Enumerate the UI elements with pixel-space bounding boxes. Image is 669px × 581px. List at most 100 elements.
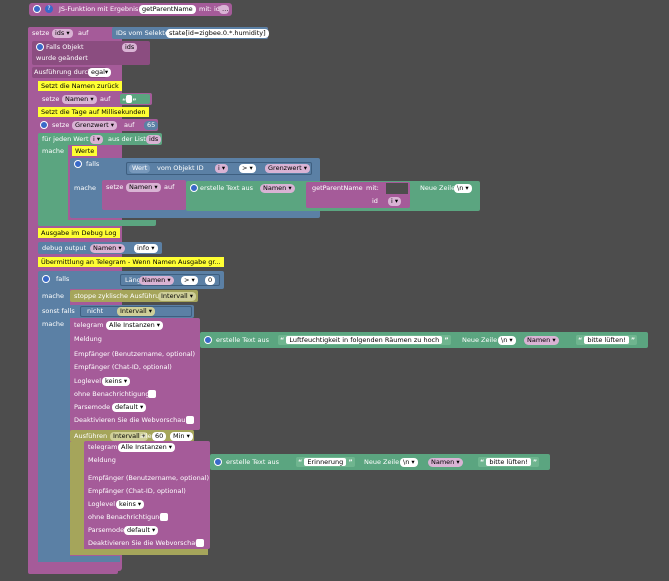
compare-block[interactable]: Wert vom Objekt ID i ▾ > ▾ Grenzwert ▾: [126, 162, 312, 175]
id-var-field[interactable]: i ▾: [388, 197, 402, 206]
telegram-label: telegram: [88, 443, 118, 451]
else-if-row[interactable]: sonst falls nicht Intervall ▾: [38, 305, 194, 318]
newline-dropdown[interactable]: \n ▾: [400, 458, 418, 467]
instance-dropdown[interactable]: Alle Instanzen ▾: [118, 443, 176, 452]
newline-dropdown[interactable]: \n ▾: [454, 184, 472, 193]
length-compare-block[interactable]: Länge von Namen ▾ > ▾ 0: [120, 274, 220, 286]
comment-reset[interactable]: Setzt die Namen zurück: [38, 81, 122, 91]
interval-var-field[interactable]: Intervall ▾: [110, 432, 149, 441]
gear-icon[interactable]: [40, 121, 48, 129]
gear-icon[interactable]: [42, 275, 50, 283]
loglevel-dropdown[interactable]: keins ▾: [102, 377, 131, 386]
empty-string[interactable]: “ ”: [120, 94, 150, 105]
var-dropdown-ids[interactable]: ids ▾: [52, 29, 73, 38]
namen-var-field[interactable]: Namen ▾: [260, 184, 295, 193]
exec-row[interactable]: Ausführung durch egal▾: [32, 67, 112, 78]
gear-icon[interactable]: [33, 5, 41, 13]
set-grenzwert-block[interactable]: setze Grenzwert ▾ auf 65: [38, 119, 159, 131]
set-label: setze: [32, 29, 50, 37]
help-icon[interactable]: ?: [45, 5, 53, 13]
interval-block[interactable]: Ausführen Intervall ▾ alle 60 Min ▾: [70, 430, 194, 442]
create-text-block-2[interactable]: erstelle Text aus “ Erinnerung ” Neue Ze…: [210, 454, 550, 470]
var-dropdown-namen[interactable]: Namen ▾: [62, 95, 97, 104]
interval-value[interactable]: 60: [152, 432, 167, 441]
auf-label: auf: [78, 29, 89, 37]
gear-icon[interactable]: [204, 336, 212, 344]
set-label: setze: [42, 95, 60, 103]
compare-value[interactable]: 0: [205, 276, 216, 285]
var-dropdown-namen[interactable]: Namen ▾: [126, 183, 161, 192]
namen-var-field[interactable]: Namen ▾: [428, 458, 463, 467]
silent-checkbox[interactable]: [160, 513, 168, 521]
if-label: falls: [56, 275, 70, 283]
grenzwert-value[interactable]: 65: [144, 121, 159, 130]
comment-telegram[interactable]: Übermittlung an Telegram - Wenn Namen Au…: [38, 257, 224, 267]
namen-var-field[interactable]: Namen ▾: [524, 336, 559, 345]
set-namen-text-block[interactable]: setze Namen ▾ auf: [102, 180, 186, 210]
create-text-block-1[interactable]: erstelle Text aus “ Luftfeuchtigkeit in …: [200, 332, 648, 348]
operator-dropdown[interactable]: > ▾: [181, 276, 198, 285]
list-var-field[interactable]: ids: [146, 135, 162, 144]
newline-label: Neue Zeile: [364, 458, 400, 466]
ids-var-field[interactable]: ids: [122, 43, 138, 52]
interval-var-field[interactable]: Intervall ▾: [117, 307, 156, 316]
string-bitte-lueften[interactable]: “ bitte lüften! ”: [478, 457, 540, 467]
comment-werte[interactable]: Werte: [72, 146, 98, 156]
parsemode-dropdown[interactable]: default ▾: [124, 526, 159, 535]
comment-days[interactable]: Setzt die Tage auf Millisekunden: [38, 107, 149, 117]
interval-end: [70, 549, 208, 555]
webpreview-label: Deaktivieren Sie die Webvorschau: [88, 539, 200, 547]
loop-var-dropdown[interactable]: i ▾: [90, 135, 104, 144]
comment-debug[interactable]: Ausgabe im Debug Log: [38, 228, 120, 238]
var-dropdown-grenzwert[interactable]: Grenzwert ▾: [72, 121, 117, 130]
on-change-block[interactable]: Falls Objekt ids wurde geändert: [32, 41, 150, 65]
operator-dropdown[interactable]: > ▾: [239, 164, 256, 173]
webpreview-label: Deaktivieren Sie die Webvorschau: [74, 416, 186, 424]
string-bitte-lueften[interactable]: “ bitte lüften! ”: [576, 335, 638, 345]
silent-checkbox[interactable]: [148, 390, 156, 398]
function-arg-slot: [386, 183, 408, 194]
newline-dropdown[interactable]: \n ▾: [498, 336, 516, 345]
string-luftfeuchtigkeit[interactable]: “ Luftfeuchtigkeit in folgenden Räumen z…: [278, 335, 451, 345]
function-name-field[interactable]: getParentName: [139, 5, 196, 14]
create-text-label: erstelle Text aus: [226, 458, 279, 466]
gear-icon[interactable]: [74, 160, 82, 168]
instance-dropdown[interactable]: Alle Instanzen ▾: [106, 321, 164, 330]
every-label: alle: [140, 432, 152, 440]
if-do-label: mache: [74, 184, 97, 192]
falls-objekt-label: Falls Objekt: [46, 43, 84, 51]
parsemode-dropdown[interactable]: default ▾: [112, 403, 147, 412]
selector-field[interactable]: state[id=zigbee.0.*.humidity]: [166, 29, 269, 38]
function-menu[interactable]: …: [219, 5, 229, 14]
webpreview-checkbox[interactable]: [186, 416, 194, 424]
string-erinnerung[interactable]: “ Erinnerung ”: [296, 457, 355, 467]
value-label: Wert: [129, 164, 151, 173]
loglevel-dropdown[interactable]: keins ▾: [116, 500, 145, 509]
gear-icon[interactable]: [36, 43, 44, 51]
from-object-label: vom Objekt ID: [157, 164, 204, 172]
grenzwert-var-field[interactable]: Grenzwert ▾: [265, 164, 310, 173]
webpreview-checkbox[interactable]: [196, 539, 204, 547]
gear-icon[interactable]: [214, 458, 222, 466]
foreach-block[interactable]: für jeden Wert i ▾ aus der Liste ids: [38, 133, 162, 145]
log-level-dropdown[interactable]: info ▾: [134, 244, 158, 253]
selector-block[interactable]: IDs vom Selektor $( state[id=zigbee.0.*.…: [112, 27, 269, 39]
telegram-block-2[interactable]: telegram Alle Instanzen ▾ Meldung Empfän…: [84, 441, 210, 549]
namen-var-field[interactable]: Namen ▾: [90, 244, 125, 253]
trigger-block-bottom: [28, 565, 118, 574]
exec-dropdown[interactable]: egal▾: [88, 68, 112, 77]
if-block-2[interactable]: falls Länge von Namen ▾ > ▾ 0: [38, 271, 224, 289]
interval-unit-dropdown[interactable]: Min ▾: [170, 432, 193, 441]
set-namen-block[interactable]: setze Namen ▾ auf “ ”: [38, 93, 152, 105]
namen-var-field[interactable]: Namen ▾: [139, 276, 174, 285]
call-function-block[interactable]: getParentName mit: id i ▾: [306, 182, 410, 208]
telegram-block-1[interactable]: telegram Alle Instanzen ▾ Meldung Empfän…: [70, 318, 200, 430]
stop-timer-block[interactable]: stoppe zyklische Ausführung Intervall ▾: [70, 290, 198, 302]
function-block[interactable]: ? JS-Funktion mit Ergebnis getParentName…: [29, 3, 232, 16]
debug-output-block[interactable]: debug output Namen ▾ info ▾: [38, 242, 162, 254]
auf-label: auf: [124, 121, 135, 129]
gear-icon[interactable]: [190, 184, 198, 192]
not-block[interactable]: nicht Intervall ▾: [80, 306, 192, 317]
interval-var-field[interactable]: Intervall ▾: [158, 292, 197, 301]
id-var-field[interactable]: i ▾: [215, 164, 229, 173]
